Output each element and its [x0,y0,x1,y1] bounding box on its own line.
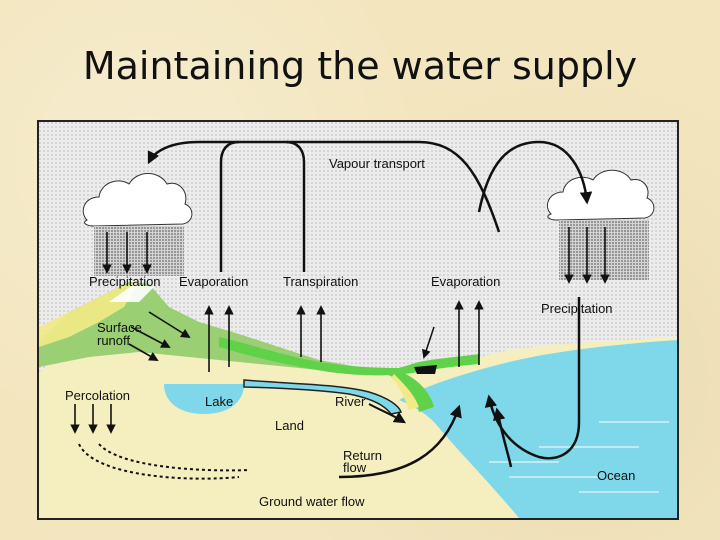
label-evaporation-left: Evaporation [179,274,248,289]
return-flow-arrow [338,404,462,479]
water-cycle-diagram: Vapour transport Precipitation Evaporati… [37,120,679,520]
label-vapour-transport: Vapour transport [329,156,425,171]
label-percolation: Percolation [65,388,130,403]
percolation-arrows [70,404,116,434]
evaporation-arrows-right [454,300,484,367]
label-surface-runoff-1: Surface [97,320,142,335]
label-precipitation-left: Precipitation [89,274,161,289]
label-land: Land [275,418,304,433]
lake [164,384,244,414]
label-river: River [335,394,366,409]
water-cycle-svg: Vapour transport Precipitation Evaporati… [39,122,677,518]
label-evaporation-right: Evaporation [431,274,500,289]
precipitation-arrows-right [564,227,610,284]
precipitation-arrows-left [102,232,152,274]
vegetation [219,337,479,376]
label-lake: Lake [205,394,233,409]
transpiration-arrows [296,305,326,362]
vapour-transport-arrow [147,140,501,233]
ocean [399,340,677,518]
label-return-flow-2: flow [343,460,367,475]
slide-title: Maintaining the water supply [82,44,638,88]
evaporation-arrows-left [204,305,234,372]
label-return-flow-1: Return [343,448,382,463]
label-ocean: Ocean [597,468,635,483]
surface-runoff-arrows [128,311,191,361]
label-transpiration: Transpiration [283,274,358,289]
label-ground-water-flow: Ground water flow [259,494,365,509]
label-precipitation-right: Precipitation [541,301,613,316]
label-surface-runoff-2: runoff [97,333,130,348]
boat-icon [414,365,437,374]
cloud-right [547,169,655,280]
